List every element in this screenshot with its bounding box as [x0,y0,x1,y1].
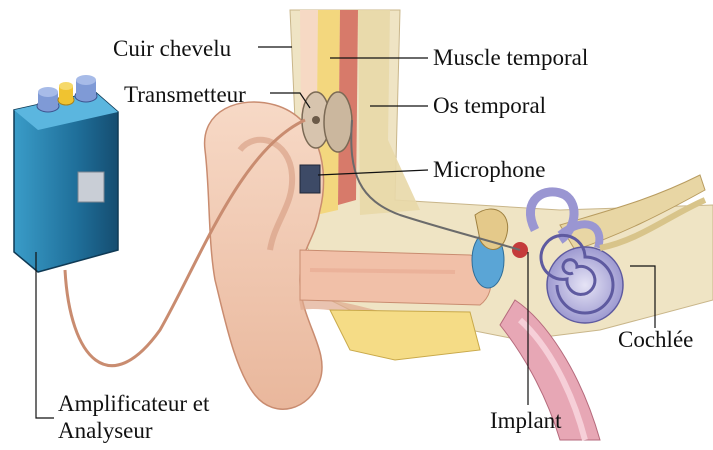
label-temporal-muscle: Muscle temporal [433,46,588,69]
label-amplifier-line1: Amplificateur et [58,392,209,415]
microphone-piece [300,165,320,193]
device-panel [78,172,104,202]
leader-amplifier [36,252,54,418]
knob-blue-right[interactable] [76,75,96,85]
label-scalp: Cuir chevelu [113,37,231,60]
knob-yellow[interactable] [59,82,73,90]
label-microphone: Microphone [433,158,545,181]
label-implant: Implant [490,409,562,432]
amplifier-device [14,75,118,272]
label-cochlea: Cochlée [618,328,693,351]
label-temporal-bone: Os temporal [433,94,546,117]
label-transmitter: Transmetteur [124,83,246,106]
knob-blue-left[interactable] [38,87,58,97]
label-amplifier-line2: Analyseur [58,419,153,442]
ear-canal [300,250,491,305]
